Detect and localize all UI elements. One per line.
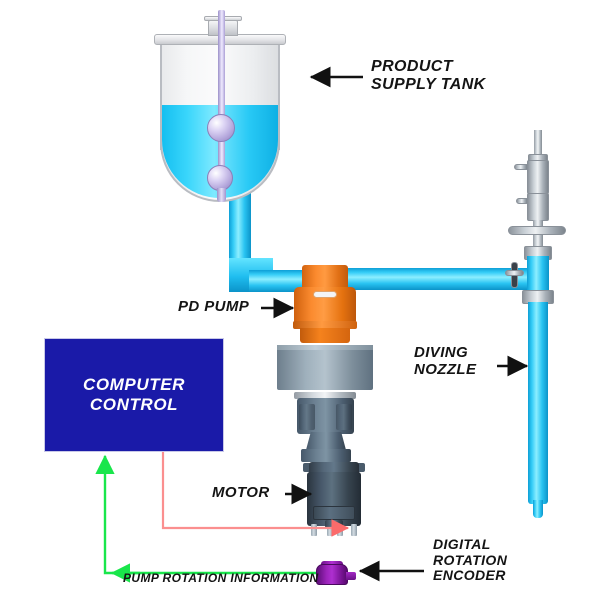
gearbox-rib-left xyxy=(299,404,315,430)
label-pd-pump: PD PUMP xyxy=(178,298,250,315)
pump-suction-pipe xyxy=(249,270,311,292)
level-sensor-float-upper xyxy=(207,114,235,142)
label-product-supply-tank-line2: SUPPLY TANK xyxy=(371,75,486,93)
encoder-housing xyxy=(316,564,348,585)
level-sensor-rod xyxy=(218,10,225,180)
valve-handle-bar xyxy=(508,226,566,235)
encoder-cap xyxy=(321,561,343,566)
computer-control-box[interactable]: COMPUTER CONTROL xyxy=(44,338,224,452)
product-supply-tank xyxy=(154,10,286,202)
valve-body-upper xyxy=(527,160,549,194)
pump-base xyxy=(300,328,350,343)
label-diving-nozzle-line2: NOZZLE xyxy=(414,360,477,378)
diving-nozzle-tip xyxy=(533,500,543,518)
diving-nozzle-riser xyxy=(527,256,549,292)
motor-foot-right xyxy=(351,524,357,536)
gearbox-rib-right xyxy=(336,404,352,430)
gearbox-upper-flange xyxy=(294,392,356,399)
motor-shaft-boss xyxy=(325,520,343,528)
valve-stem-top xyxy=(534,130,542,156)
diving-nozzle-tube xyxy=(528,302,548,504)
pump-neck xyxy=(302,265,348,291)
computer-control-label-line1: COMPUTER xyxy=(82,375,186,394)
pump-window xyxy=(313,291,337,298)
valve-body-lower xyxy=(527,193,549,221)
label-diving-nozzle-line1: DIVING xyxy=(414,344,469,361)
label-product-supply-tank-line1: PRODUCT xyxy=(371,58,453,75)
motor-foot-midleft xyxy=(327,524,333,536)
level-sensor-tip xyxy=(217,188,226,202)
pump-discharge-pipe xyxy=(340,268,534,290)
label-motor: MOTOR xyxy=(212,484,270,501)
motor-nameplate xyxy=(313,506,355,520)
computer-control-label-line2: CONTROL xyxy=(89,395,179,414)
motor-lug-right xyxy=(356,463,365,472)
tee-clamp-band xyxy=(505,270,524,276)
label-encoder-line2: ROTATION xyxy=(433,551,508,568)
encoder-connector xyxy=(346,572,356,580)
label-encoder-line3: ENCODER xyxy=(433,567,506,584)
label-pump-rotation-information: PUMP ROTATION INFORMATION xyxy=(123,571,319,585)
pump-mount-plate-lip xyxy=(277,345,373,350)
label-product-supply-tank: PRODUCT SUPPLY TANK xyxy=(371,58,486,94)
motor-foot-left xyxy=(311,524,317,536)
label-encoder-line1: DIGITAL xyxy=(433,536,491,552)
level-sensor-float-lower xyxy=(207,165,233,191)
coupling-collar xyxy=(301,449,351,462)
pump-flange-ring xyxy=(293,321,357,329)
coupling-cone xyxy=(306,432,346,450)
feedback-signal-wire xyxy=(95,454,316,575)
motor xyxy=(303,462,365,540)
label-digital-rotation-encoder: DIGITAL ROTATION ENCODER xyxy=(433,536,508,584)
valve-port-upper xyxy=(514,164,528,170)
tank-outlet-pipe xyxy=(229,186,251,270)
valve-port-lower xyxy=(516,198,528,204)
pd-pump xyxy=(293,265,357,343)
pump-mount-plate xyxy=(277,348,373,390)
digital-rotation-encoder xyxy=(316,561,356,586)
label-diving-nozzle: DIVING NOZZLE xyxy=(414,344,477,379)
